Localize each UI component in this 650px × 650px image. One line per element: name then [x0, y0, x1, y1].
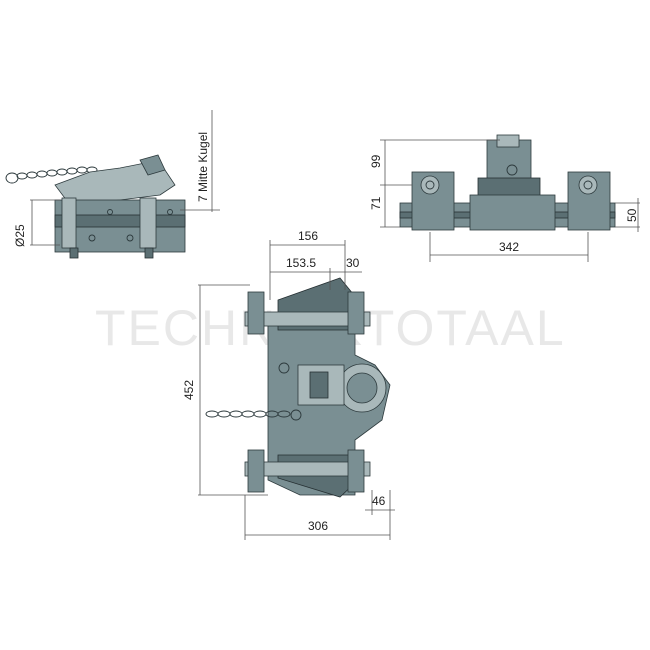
top-offset: 30 — [346, 256, 360, 270]
top-view-lower-shaft — [244, 461, 371, 477]
top-width-inner: 153.5 — [286, 256, 316, 270]
side-view: Ø25 7 Mitte Kugel — [5, 110, 220, 259]
diameter-label: Ø25 — [13, 224, 27, 247]
top-view-chain — [205, 410, 291, 418]
top-view-upper-shaft — [244, 311, 371, 327]
top-bottom-offset: 46 — [372, 494, 386, 508]
top-height-label: 452 — [182, 380, 196, 400]
top-bottom-width: 306 — [308, 519, 328, 533]
front-height-lower: 71 — [369, 196, 383, 210]
top-view: 156 153.5 30 452 46 306 — [182, 229, 395, 540]
front-view: 99 71 342 50 — [369, 134, 640, 262]
front-side-height: 50 — [625, 208, 639, 222]
top-width-outer: 156 — [298, 229, 318, 243]
front-height-upper: 99 — [369, 154, 383, 168]
front-width-label: 342 — [499, 240, 519, 254]
side-view-chain — [5, 166, 98, 184]
ball-center-label: 7 Mitte Kugel — [196, 132, 210, 202]
